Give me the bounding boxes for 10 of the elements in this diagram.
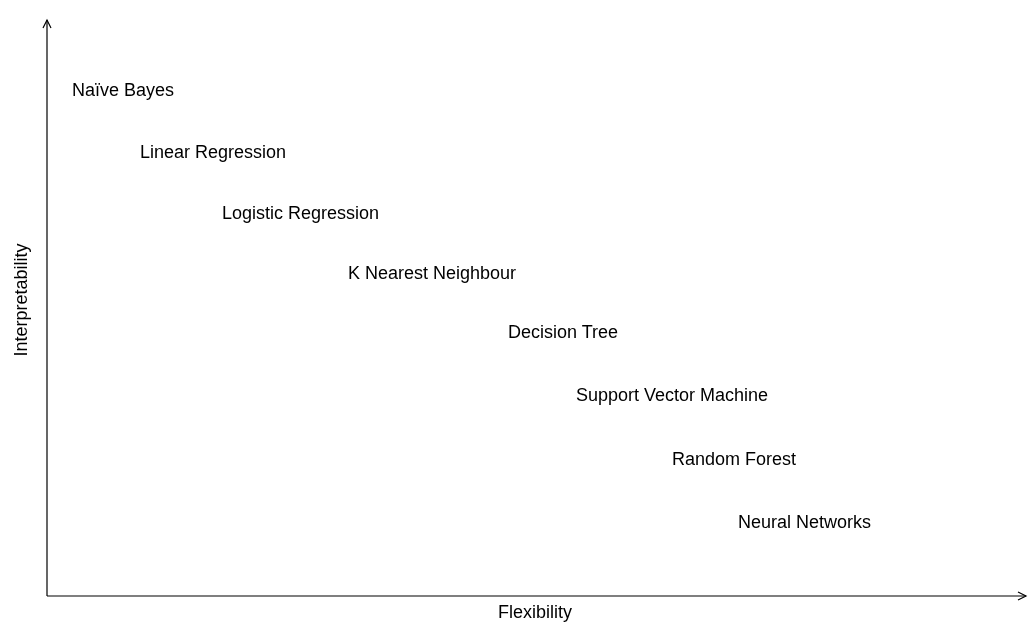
method-label: Logistic Regression [222,202,380,224]
method-label: Neural Networks [738,511,872,533]
method-label: Support Vector Machine [576,384,769,406]
axis-label: Flexibility [498,601,572,623]
axis-label: Interpretability [9,243,32,357]
method-label: K Nearest Neighbour [348,262,517,284]
method-label: Naïve Bayes [72,79,175,101]
method-label: Linear Regression [140,141,287,163]
method-label: Decision Tree [508,321,619,343]
method-label: Random Forest [672,448,797,470]
